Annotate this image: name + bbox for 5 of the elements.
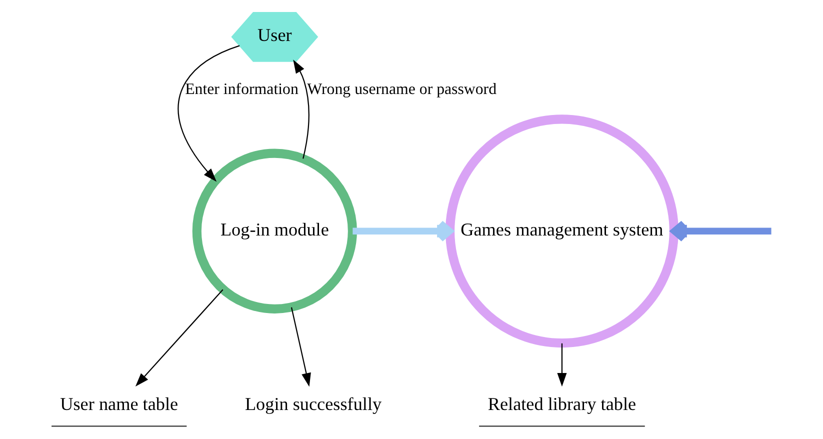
node-text: User name table <box>60 394 178 414</box>
edge-label: Enter information <box>184 81 298 98</box>
node-text: Login successfully <box>244 394 382 414</box>
node-text: Related library table <box>487 394 636 414</box>
edge-label: Wrong username or password <box>306 81 496 98</box>
